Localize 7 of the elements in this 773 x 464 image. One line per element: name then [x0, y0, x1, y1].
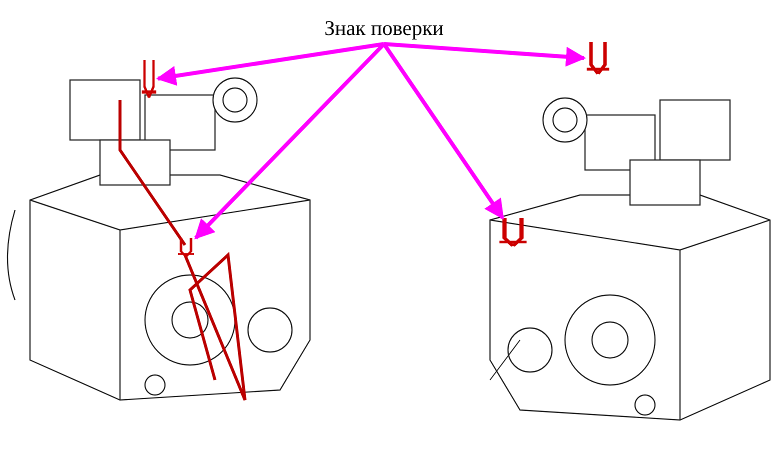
seal-drawing — [140, 60, 158, 100]
arrow — [156, 42, 384, 86]
arrow — [194, 42, 386, 240]
seal-drawing — [584, 42, 612, 76]
callout-label: Знак поверки — [305, 16, 463, 44]
seal-drawing — [176, 238, 196, 258]
arrow — [384, 42, 586, 67]
